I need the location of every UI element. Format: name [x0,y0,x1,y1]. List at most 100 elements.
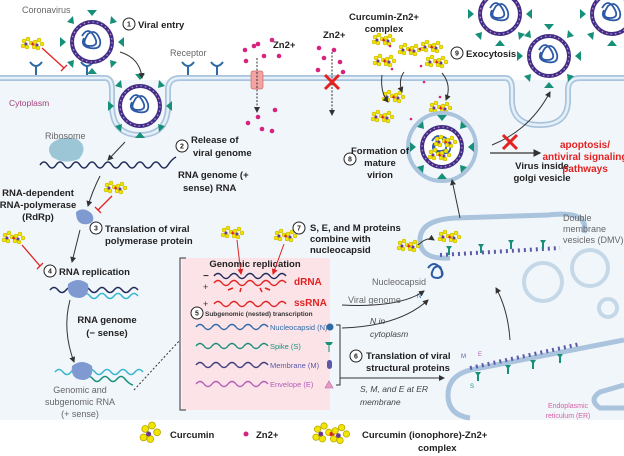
subgenomic-label-line2: subgenomic RNA [45,397,115,407]
blocked-x-icon [323,73,341,91]
step-2: 2 Release of viral genome [175,135,252,159]
rdrp-label: RNA-dependent [2,188,75,199]
rdrp-label-line3: (RdRp) [22,212,54,223]
legend-curcumin-icon [139,421,162,444]
svg-text:viral genome: viral genome [193,148,252,159]
inhibition-line [94,195,113,214]
svg-text:Translation of viral: Translation of viral [105,224,189,235]
apoptosis-label-line3: pathways [562,164,608,175]
s-label: S [470,384,474,390]
svg-text:nucleocapsid: nucleocapsid [310,245,371,256]
apoptosis-label-line2: antiviral signaling [542,152,624,163]
svg-text:6: 6 [354,354,358,361]
dmv-label-line3: vesicles (DMV) [563,235,624,245]
nucleocapsid-protein-icon [326,323,334,331]
svg-text:Release of: Release of [191,135,239,146]
svg-text:structural proteins: structural proteins [366,363,450,374]
rna-positive-label: RNA genome (+ [178,170,249,181]
curcumin-zn-complex-icon [21,37,44,50]
membrane-protein-icon [327,360,332,369]
dmv-proteins [439,246,561,257]
golgi-label: Virus inside [515,161,569,172]
rdrp-label-line2: RNA-polymerase [0,200,76,211]
exocytosed-virus-icon [515,22,583,90]
released-virus-icon [578,0,624,48]
svg-text:7: 7 [297,226,301,233]
svg-text:+: + [203,299,208,309]
step-4: 4 RNA replication [43,264,130,278]
dmv-label-line2: membrane [563,224,606,234]
zinc-ions [242,37,282,134]
legend-zn-label: Zn2+ [256,430,279,441]
receptors [29,61,224,75]
subgenomic-label: Genomic and [53,385,107,395]
n-in-cytoplasm-label-line2: cytoplasm [370,329,408,339]
ribosome-icon [49,137,84,162]
svg-text:Viral entry: Viral entry [138,20,185,31]
n-in-cytoplasm-label: N in [370,316,385,326]
svg-text:Exocytosis: Exocytosis [466,49,516,60]
svg-text:5: 5 [195,311,199,318]
receptor-label: Receptor [170,48,207,58]
inhibition-line [41,47,68,72]
rna-negative-label: RNA genome [77,315,136,326]
step-5-label: Subgenomic (nested) transcription [205,311,313,318]
zn-blocked-label: Zn2+ [323,30,346,41]
step-9: 9 Exocytosis [450,46,516,60]
svg-text:+: + [203,282,208,292]
step-3: 3 Translation of viral polymerase protei… [89,221,193,247]
svg-text:mature: mature [364,158,396,169]
step-7: 7 S, E, and M proteins combine with nucl… [292,221,401,256]
nucleocapsid-icon [427,263,444,280]
double-membrane-vesicle [417,211,588,261]
spike-protein-icon [325,342,333,352]
e-label: E [478,352,482,358]
svg-text:RNA replication: RNA replication [59,267,130,278]
spike-gene-label: Spike (S) [270,342,301,351]
svg-text:polymerase protein: polymerase protein [105,236,193,247]
nucleocapsid-label: Nucleocapsid [372,277,426,287]
svg-text:1: 1 [127,22,131,29]
step-6: 6 Translation of viral structural protei… [349,349,450,374]
genomic-replication-title: Genomic replication [209,259,301,270]
inhibition-line [21,244,44,270]
drna-label: dRNA [294,277,322,288]
envelope-gene-label: Envelope (E) [270,380,314,389]
apoptosis-label: apoptosis/ [560,140,610,151]
complex-label: Curcumin-Zn2+ [349,12,419,23]
step-1: 1 Viral entry [122,17,185,31]
svg-text:4: 4 [48,269,52,276]
zn-channel-label: Zn2+ [273,40,296,51]
legend-zn-icon [243,431,249,437]
svg-text:Translation of viral: Translation of viral [366,351,450,362]
dmv-label: Double [563,213,592,223]
svg-text:2: 2 [180,144,184,151]
svg-text:3: 3 [94,226,98,233]
legend-curcumin-label: Curcumin [170,430,215,441]
legend: Curcumin Zn2+ Curcumin (ionophore)-Zn2+ … [139,421,488,454]
ssrna-label: ssRNA [294,298,327,309]
er-label: Endoplasmic [548,403,589,410]
ribosome-label: Ribosome [45,131,86,141]
svg-text:−: − [203,271,209,282]
sme-er-label: S, M, and E at ER [360,384,428,394]
m-label: M [461,354,466,360]
svg-text:virion: virion [367,170,393,181]
envelope-protein-icon [324,380,334,389]
nucleocapsid-gene-label: Nucleocapsid (N) [270,323,328,332]
sme-er-label-line2: membrane [360,397,401,407]
viral-genome-label: Viral genome [348,295,401,305]
positive-rna-genome [39,156,177,169]
rdrp-icon [76,209,94,225]
legend-complex-label: Curcumin (ionophore)-Zn2+ [362,430,488,441]
svg-text:combine with: combine with [310,234,371,245]
legend-complex-icon [313,423,350,444]
coronavirus-label: Coronavirus [22,5,71,15]
legend-complex-label-line2: complex [418,443,457,454]
svg-text:9: 9 [455,51,459,58]
svg-text:Formation of: Formation of [351,146,410,157]
blocked-exocytosis-x-icon [501,133,519,151]
subgenomic-label-line3: (+ sense) [61,409,99,419]
